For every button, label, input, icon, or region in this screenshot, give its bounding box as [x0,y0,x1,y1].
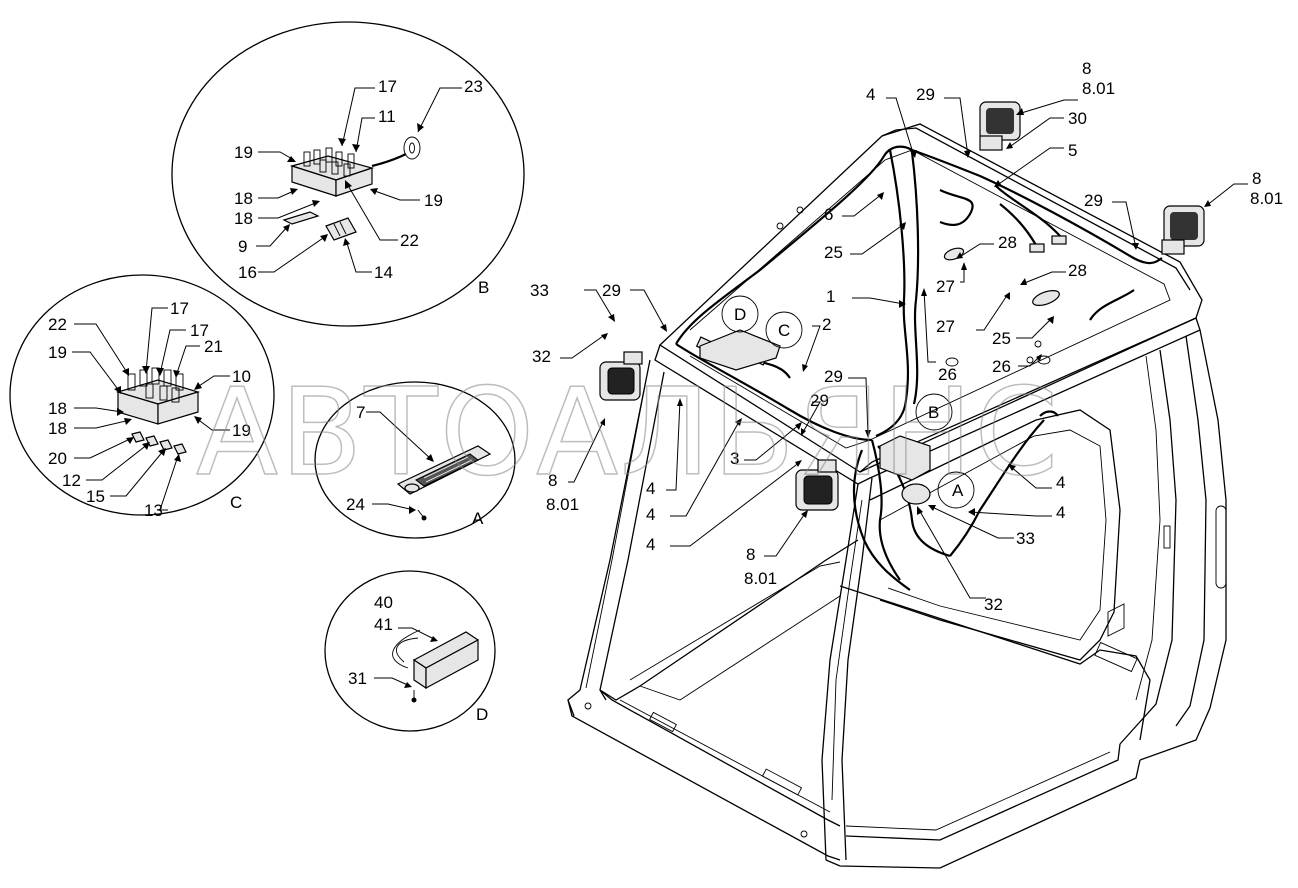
main-callout-leaders [560,97,1248,599]
view-d-label: D [476,705,488,724]
view-a-callout-24: 24 [346,495,365,514]
callout-29-rear: 29 [1084,191,1103,210]
callout-1: 1 [826,287,835,306]
view-b-callout-18b: 18 [234,209,253,228]
detail-view-d-circle [324,570,496,732]
callout-8-01-rear-right: 8.01 [1250,189,1283,208]
view-c-callout-18: 18 [48,399,67,418]
detail-view-b-circle [171,21,525,327]
callout-29-center: 29 [824,367,843,386]
view-d-callout-40: 40 [374,593,393,612]
view-c-callout-15: 15 [86,487,105,506]
view-d-callout-41: 41 [374,615,393,634]
view-marker-a: A [952,481,964,500]
callout-5: 5 [1068,141,1077,160]
work-light-rear-left [979,101,1021,151]
view-c-callout-10: 10 [232,367,251,386]
callout-29-roof: 29 [916,85,935,104]
view-a-callout-7: 7 [356,403,365,422]
callout-28-lower: 28 [1068,261,1087,280]
view-b-label: B [478,278,489,297]
view-d-callout-31: 31 [348,669,367,688]
callout-33-left: 33 [530,281,549,300]
callout-26-center: 26 [938,365,957,384]
callout-4-d: 4 [1056,473,1065,492]
callout-29-left: 29 [602,281,621,300]
callout-3: 3 [730,449,739,468]
callout-25-lower: 25 [992,329,1011,348]
callout-29-mid: 29 [810,391,829,410]
callout-26-right: 26 [992,357,1011,376]
view-c-callout-19: 19 [48,343,67,362]
view-c-callout-20: 20 [48,449,67,468]
watermark-text: АВТОАЛЬЯНС [196,364,1060,503]
detail-view-a-circle [314,381,516,539]
view-markers-circles [721,295,975,509]
work-light-front-right [795,459,839,511]
callout-8-front-left: 8 [548,471,557,490]
view-marker-d: D [734,305,746,324]
view-c-callout-17b: 17 [190,321,209,340]
callout-6: 6 [824,205,833,224]
view-b-callouts: 17 11 23 19 18 18 19 9 22 16 14 B [234,77,489,297]
view-b-callout-17: 17 [378,77,397,96]
work-light-front-left [599,351,643,401]
view-c-callout-17: 17 [170,299,189,318]
view-b-relay-block [282,136,421,241]
view-b-callout-9: 9 [238,237,247,256]
view-c-relay-block [115,367,201,455]
work-light-rear-right [1161,205,1205,255]
callout-8-01-front-left: 8.01 [546,495,579,514]
callout-32-left: 32 [532,347,551,366]
view-d-callouts: 40 41 31 D [348,593,488,724]
callout-28-upper: 28 [998,233,1017,252]
callout-4-e: 4 [1056,503,1065,522]
view-b-callout-19b: 19 [424,191,443,210]
view-b-callout-18: 18 [234,189,253,208]
callout-4-c: 4 [646,535,655,554]
callout-27-upper: 27 [936,277,955,296]
view-d-connector [392,629,480,703]
view-c-callout-12: 12 [62,471,81,490]
callout-2: 2 [822,315,831,334]
view-c-callout-19b: 19 [232,421,251,440]
callout-33-right: 33 [1016,529,1035,548]
callout-4-roof: 4 [866,85,875,104]
view-b-callout-22: 22 [400,231,419,250]
callout-27-lower: 27 [936,317,955,336]
callout-8-rear-right: 8 [1252,169,1261,188]
view-b-callout-19: 19 [234,143,253,162]
view-c-callout-22: 22 [48,315,67,334]
view-marker-c: C [778,321,790,340]
callout-8-rear-left: 8 [1082,59,1091,78]
view-b-callout-14: 14 [374,263,393,282]
view-c-callout-13: 13 [144,501,163,520]
detail-view-c-circle [9,274,275,516]
view-b-callout-11: 11 [378,107,396,126]
view-c-label: C [230,493,242,512]
view-a-callouts: 7 24 A [346,403,484,528]
wire-harness [675,145,1163,591]
view-c-callouts: 17 22 17 19 21 10 18 18 19 20 12 15 13 C [48,299,251,520]
view-c-callout-18b: 18 [48,419,67,438]
view-marker-b: B [928,403,939,422]
view-b-callout-23: 23 [464,77,483,96]
callout-8-01-rear-left: 8.01 [1082,79,1115,98]
view-b-callout-16: 16 [238,263,257,282]
callout-8-01-front-right: 8.01 [744,569,777,588]
cab-frame [567,123,1227,869]
main-callout-labels: 8 8.01 4 29 30 5 8 8.01 29 6 25 28 28 27… [530,59,1283,614]
view-a-label: A [472,509,484,528]
callout-8-front-right: 8 [746,545,755,564]
callout-30: 30 [1068,109,1087,128]
callout-32-right: 32 [984,595,1003,614]
callout-4-b: 4 [646,505,655,524]
view-c-callout-21: 21 [204,337,223,356]
view-a-dome-lamp [396,445,492,521]
callout-25-upper: 25 [824,243,843,262]
callout-4-a: 4 [646,479,655,498]
